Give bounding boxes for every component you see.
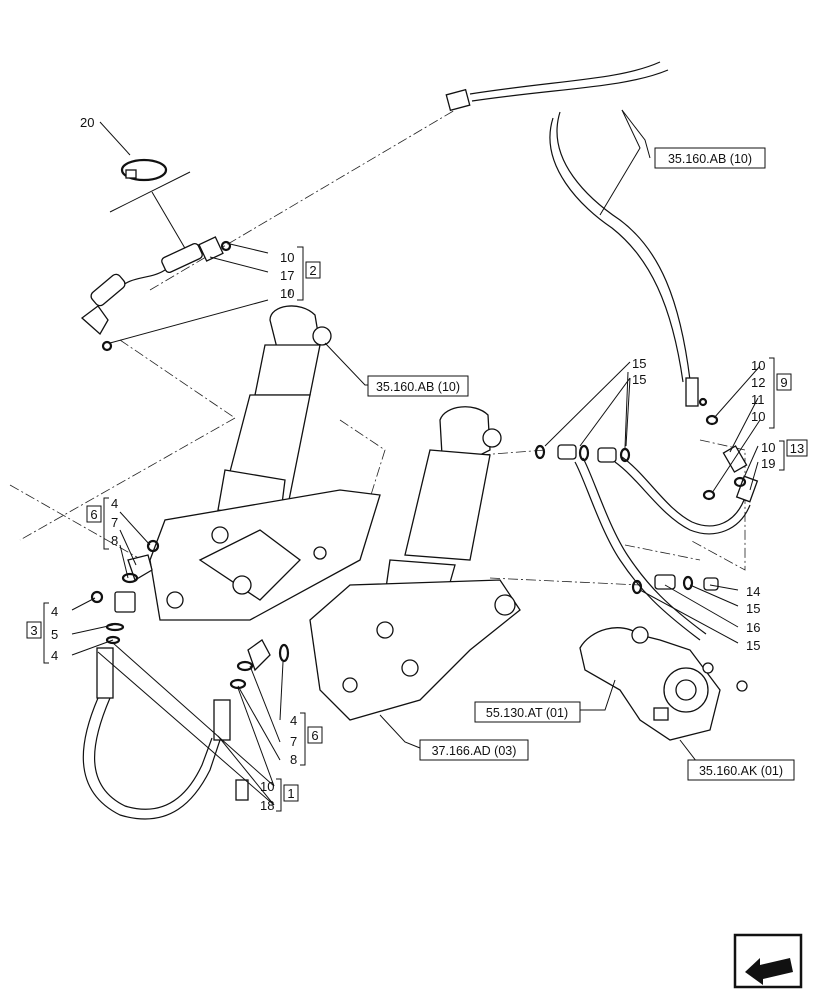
svg-text:15: 15	[746, 638, 760, 653]
svg-text:4: 4	[290, 713, 297, 728]
svg-text:15: 15	[746, 601, 760, 616]
svg-text:19: 19	[761, 456, 775, 471]
right-hose-lines	[534, 414, 759, 641]
svg-text:1: 1	[287, 786, 294, 801]
svg-text:6: 6	[90, 507, 97, 522]
ref-box-bottom-right: 35.160.AK (01)	[687, 759, 795, 781]
svg-text:35.160.AB (10): 35.160.AB (10)	[376, 380, 460, 394]
top-return-hose	[445, 61, 708, 407]
loader-frame	[149, 489, 521, 721]
svg-text:7: 7	[111, 515, 118, 530]
svg-text:10: 10	[751, 358, 765, 373]
svg-text:10: 10	[280, 286, 294, 301]
svg-text:10: 10	[280, 250, 294, 265]
lower-left-hose	[82, 539, 290, 820]
svg-text:3: 3	[30, 623, 37, 638]
ref-box-top-right: 35.160.AB (10)	[654, 147, 766, 169]
svg-text:10: 10	[260, 779, 274, 794]
svg-text:6: 6	[311, 728, 318, 743]
next-page-arrow-icon[interactable]	[733, 933, 803, 989]
right-cylinder	[384, 406, 502, 601]
control-valve	[579, 626, 748, 741]
group-13: 13	[779, 439, 808, 471]
callout-numbers: 20 10 17 10 15 15 15 10 12 11 10 10 19 1…	[51, 115, 775, 813]
svg-text:5: 5	[51, 627, 58, 642]
ref-box-middle: 35.160.AB (10)	[367, 375, 469, 397]
svg-text:17: 17	[280, 268, 294, 283]
svg-text:35.160.AB (10): 35.160.AB (10)	[668, 152, 752, 166]
group-6-upper: 6	[86, 497, 109, 550]
group-3: 3	[26, 602, 49, 664]
svg-text:20: 20	[80, 115, 94, 130]
svg-text:9: 9	[780, 375, 787, 390]
svg-text:10: 10	[751, 409, 765, 424]
svg-text:55.130.AT (01): 55.130.AT (01)	[486, 706, 568, 720]
svg-text:18: 18	[260, 798, 274, 813]
ref-box-bottom-center: 37.166.AD (03)	[419, 739, 529, 761]
svg-text:4: 4	[51, 648, 58, 663]
group-9: 9	[769, 357, 792, 429]
svg-text:16: 16	[746, 620, 760, 635]
phantom-lines	[9, 109, 746, 611]
svg-text:15: 15	[632, 356, 646, 371]
group-6-lower: 6	[300, 712, 323, 766]
svg-text:12: 12	[751, 375, 765, 390]
svg-text:37.166.AD (03): 37.166.AD (03)	[432, 744, 517, 758]
ref-box-lower-center: 55.130.AT (01)	[474, 701, 581, 723]
svg-text:4: 4	[51, 604, 58, 619]
svg-text:2: 2	[309, 263, 316, 278]
upper-left-hose-assembly	[80, 158, 232, 352]
svg-text:14: 14	[746, 584, 760, 599]
svg-text:10: 10	[761, 440, 775, 455]
svg-text:11: 11	[751, 392, 765, 407]
svg-text:35.160.AK (01): 35.160.AK (01)	[699, 764, 783, 778]
svg-text:4: 4	[111, 496, 118, 511]
group-2: 2	[297, 246, 321, 301]
leader-lines	[71, 109, 761, 806]
svg-text:13: 13	[790, 441, 804, 456]
svg-text:7: 7	[290, 734, 297, 749]
group-1: 1	[276, 778, 299, 812]
svg-text:8: 8	[111, 533, 118, 548]
left-cylinder	[217, 305, 332, 521]
svg-text:8: 8	[290, 752, 297, 767]
svg-text:15: 15	[632, 372, 646, 387]
